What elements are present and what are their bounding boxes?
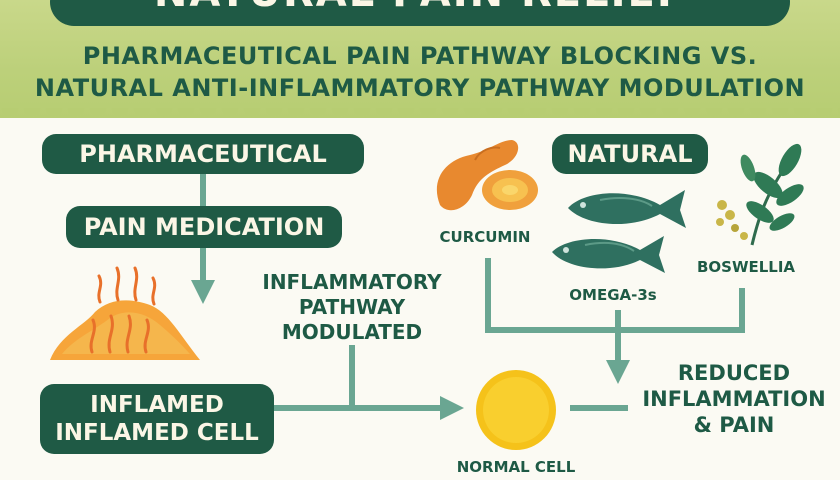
inflamed-cell-box: INFLAMED INFLAMED CELL [40,384,274,454]
pathway-label: INFLAMMATORY PATHWAY MODULATED [252,270,452,345]
inflamed-cell-line-2: INFLAMED CELL [55,420,259,446]
natural-heading-label: NATURAL [567,140,693,168]
pain-medication-label: PAIN MEDICATION [83,213,325,241]
natural-connector-arrows [485,258,745,384]
pain-medication-box: PAIN MEDICATION [66,206,342,248]
boswellia-illustration [716,143,804,246]
title-banner: NATURAL PAIN RELIEF [50,0,790,26]
inflamed-tissue-illustration [50,266,200,360]
fish-illustration [552,190,686,273]
page-title: NATURAL PAIN RELIEF [154,0,686,16]
omega-label: OMEGA-3s [569,286,657,304]
pharmaceutical-heading-label: PHARMACEUTICAL [79,140,327,168]
normal-cell-illustration [476,370,556,450]
page-subtitle: PHARMACEUTICAL PAIN PATHWAY BLOCKING VS.… [0,40,840,104]
grass-edge [0,108,840,122]
pathway-label-line-1: INFLAMMATORY [262,270,442,294]
inflamed-cell-line-1: INFLAMED [90,392,224,418]
normal-cell-label: NORMAL CELL [456,458,576,476]
outcome-line-3: & PAIN [693,413,775,437]
outcome-line-1: REDUCED [677,361,791,385]
boswellia-label: BOSWELLIA [696,258,796,276]
subtitle-line-2: NATURAL ANTI-INFLAMMATORY PATHWAY MODULA… [34,74,806,102]
natural-heading: NATURAL [552,134,708,174]
pathway-label-line-3: MODULATED [281,320,423,344]
outcome-label: REDUCED INFLAMMATION & PAIN [634,360,834,438]
subtitle-line-1: PHARMACEUTICAL PAIN PATHWAY BLOCKING VS. [82,42,758,70]
turmeric-illustration [436,140,538,211]
outcome-line-2: INFLAMMATION [642,387,826,411]
pathway-label-line-2: PATHWAY [298,295,406,319]
curcumin-label: CURCUMIN [439,228,531,246]
inflamed-to-normal-arrow [272,345,464,420]
pharmaceutical-heading: PHARMACEUTICAL [42,134,364,174]
